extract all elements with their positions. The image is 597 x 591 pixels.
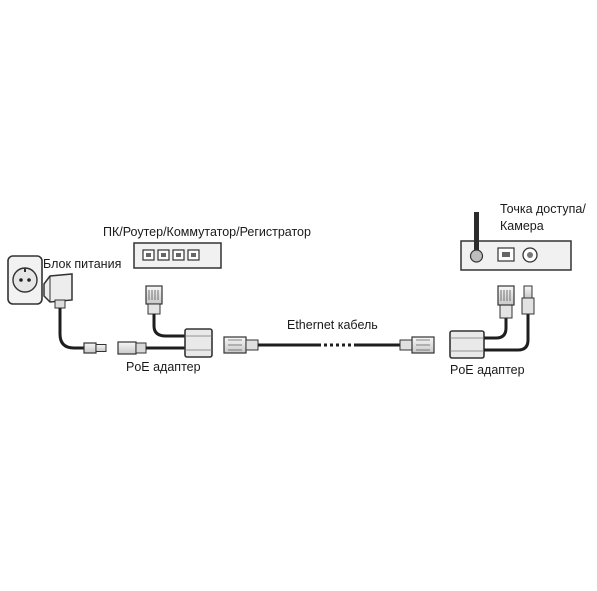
- poe-right-cable-dc: [484, 314, 530, 352]
- dc-plug-icon: [83, 342, 107, 354]
- label-access-point-line1: Точка доступа/: [500, 202, 586, 216]
- power-cable: [58, 308, 84, 350]
- rj45-plug-left-icon: [223, 336, 259, 354]
- label-pc-router: ПК/Роутер/Коммутатор/Регистратор: [103, 225, 311, 239]
- dc-plug-camera-icon: [521, 285, 535, 315]
- switch-cable: [152, 314, 185, 338]
- label-ethernet: Ethernet кабель: [287, 318, 378, 332]
- label-access-point-line2: Камера: [500, 219, 544, 233]
- label-power-supply: Блок питания: [43, 257, 121, 271]
- rj45-plug-right-icon: [399, 336, 435, 354]
- network-switch-icon: [133, 242, 222, 269]
- power-socket-icon: [7, 255, 43, 305]
- rj45-plug-camera-icon: [497, 285, 515, 319]
- access-point-icon: [460, 212, 572, 271]
- dc-jack-icon: [117, 341, 147, 355]
- poe-adapter-left-icon: [184, 328, 213, 358]
- power-adapter-icon: [43, 273, 73, 309]
- label-poe-left: PoE адаптер: [126, 360, 201, 374]
- poe-right-cable-rj45: [484, 318, 508, 340]
- label-poe-right: PoE адаптер: [450, 363, 525, 377]
- poe-adapter-right-icon: [449, 330, 485, 359]
- rj45-plug-icon: [145, 285, 163, 315]
